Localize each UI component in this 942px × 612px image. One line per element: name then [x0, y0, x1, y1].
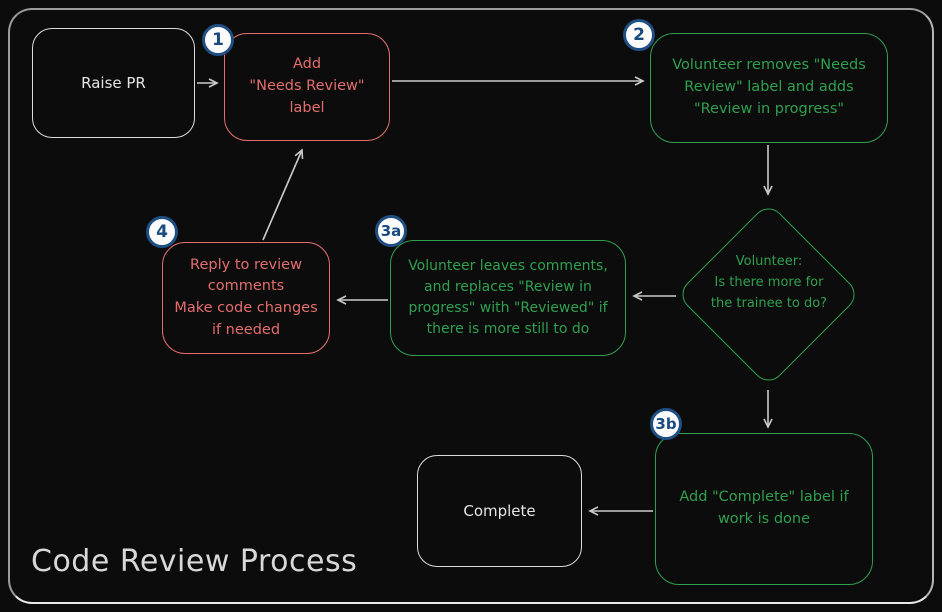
decision-diamond-label: Volunteer: Is there more for the trainee…	[710, 254, 828, 311]
diagram-title: Code Review Process	[31, 544, 358, 579]
node-raise-pr: Raise PR	[32, 28, 195, 138]
arrow-4-to-1	[262, 148, 304, 241]
step-badge-4: 4	[146, 216, 178, 248]
node-volunteer-leaves-comments: Volunteer leaves comments, and replaces …	[390, 240, 626, 356]
step-badge-3b: 3b	[650, 408, 682, 440]
step-badge-2: 2	[623, 19, 655, 51]
step-badge-3a: 3a	[375, 215, 407, 247]
node-reply-to-review-comments: Reply to review comments Make code chang…	[162, 242, 330, 354]
step-badge-1: 1	[202, 24, 234, 56]
node-add-needs-review-label: Add "Needs Review" label	[224, 33, 390, 141]
node-add-complete-label: Add "Complete" label if work is done	[655, 433, 873, 585]
node-volunteer-removes-label: Volunteer removes "Needs Review" label a…	[650, 33, 888, 143]
node-complete: Complete	[417, 455, 582, 567]
